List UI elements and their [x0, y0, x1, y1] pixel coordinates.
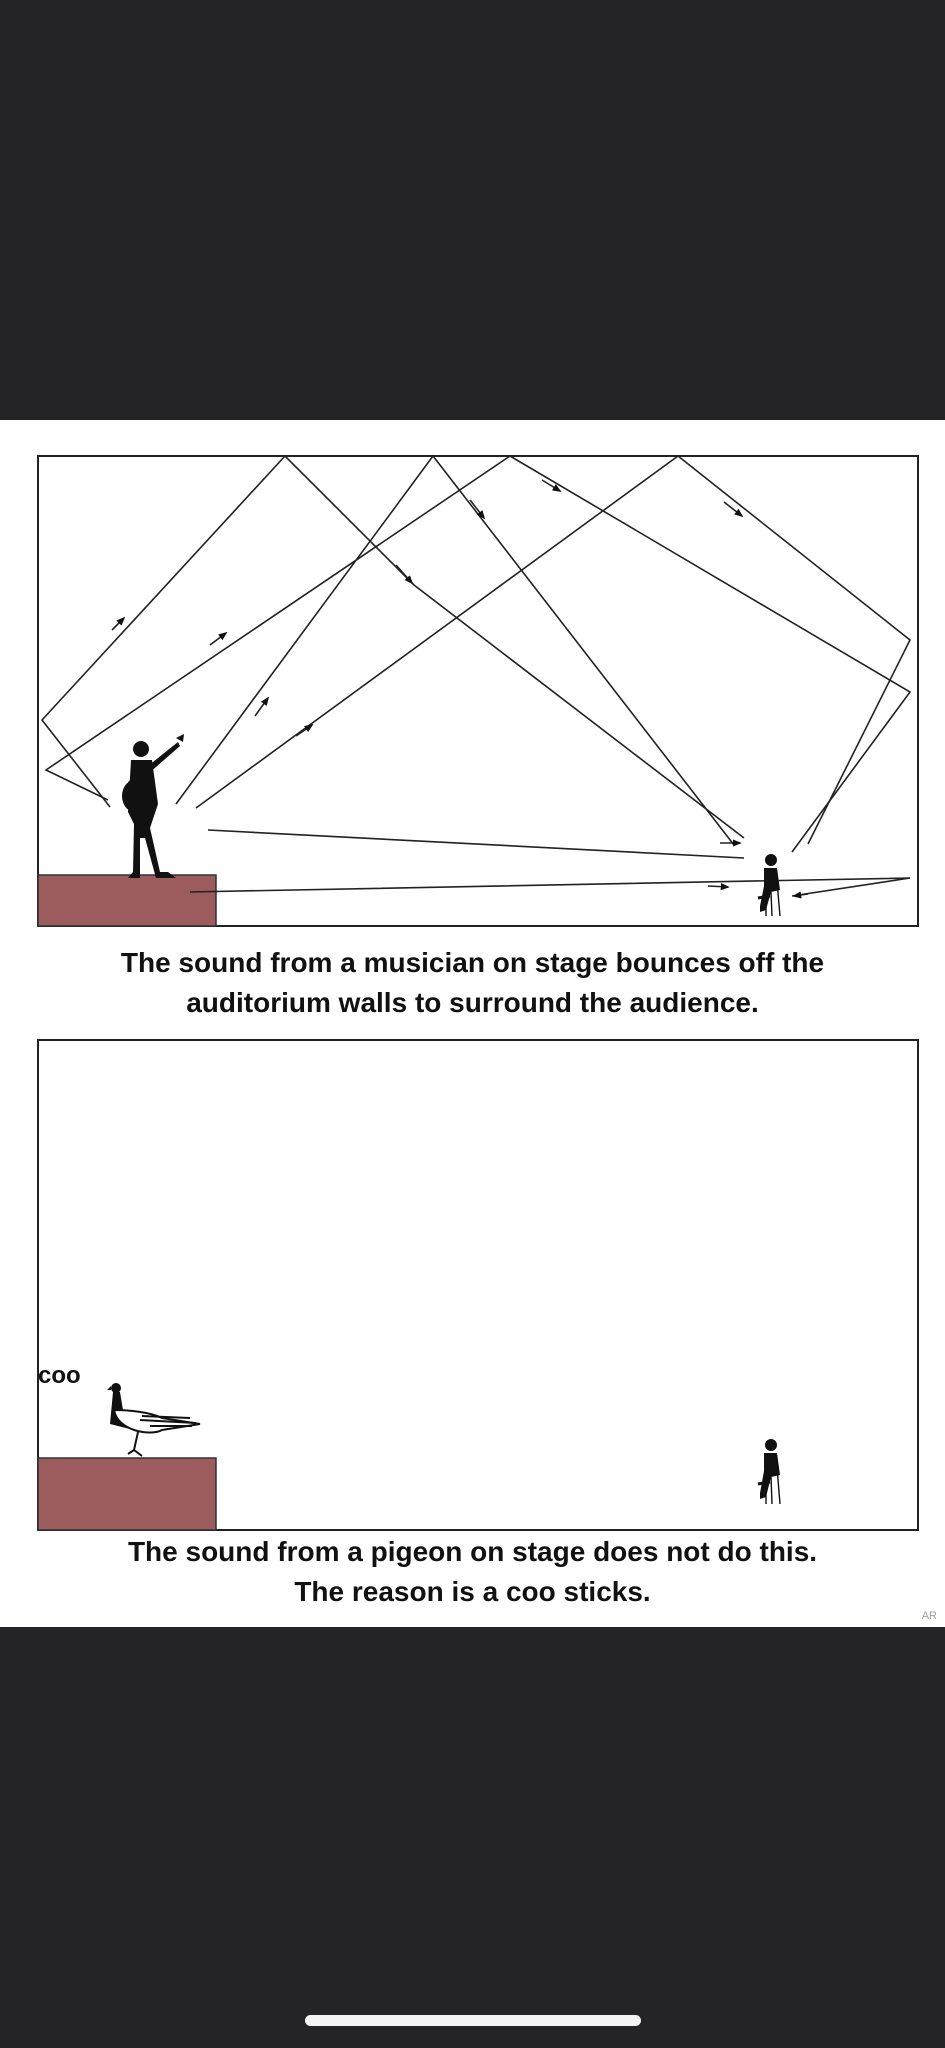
watermark: AR — [921, 1610, 937, 1622]
sound-ray — [189, 877, 911, 897]
diagrams: coo — [37, 454, 919, 1531]
caption-line: The sound from a pigeon on stage does no… — [127, 1536, 818, 1567]
seated-listener-icon — [757, 854, 781, 917]
sound-rays — [40, 454, 912, 897]
stage — [37, 1457, 217, 1531]
sound-ray — [40, 454, 745, 839]
sound-ray — [207, 829, 745, 859]
auditorium-walls — [37, 1039, 919, 1531]
auditorium-panel-bottom: coo — [37, 1039, 919, 1531]
caption-top: The sound from a musician on stage bounc… — [0, 943, 945, 1023]
caption-line: The reason is a coo sticks. — [294, 1576, 651, 1607]
ray-arrowheads — [111, 479, 809, 899]
auditorium-panel-top — [37, 454, 919, 927]
caption-line: The sound from a musician on stage bounc… — [120, 947, 825, 978]
guitar-player-silhouette-icon — [122, 734, 184, 878]
caption-bottom: The sound from a pigeon on stage does no… — [0, 1532, 945, 1612]
caption-line: auditorium walls to surround the audienc… — [186, 987, 759, 1018]
auditorium-walls — [37, 455, 919, 927]
sound-ray — [195, 454, 912, 845]
sound-ray — [175, 454, 735, 846]
seated-listener-icon — [757, 1439, 781, 1505]
content-card: coo The sound from a musician on stage b… — [0, 420, 945, 1627]
stage — [37, 874, 217, 927]
pigeon-icon — [107, 1383, 201, 1457]
home-indicator[interactable] — [305, 2015, 641, 2026]
sound-ray — [44, 455, 912, 853]
coo-label: coo — [38, 1362, 81, 1389]
